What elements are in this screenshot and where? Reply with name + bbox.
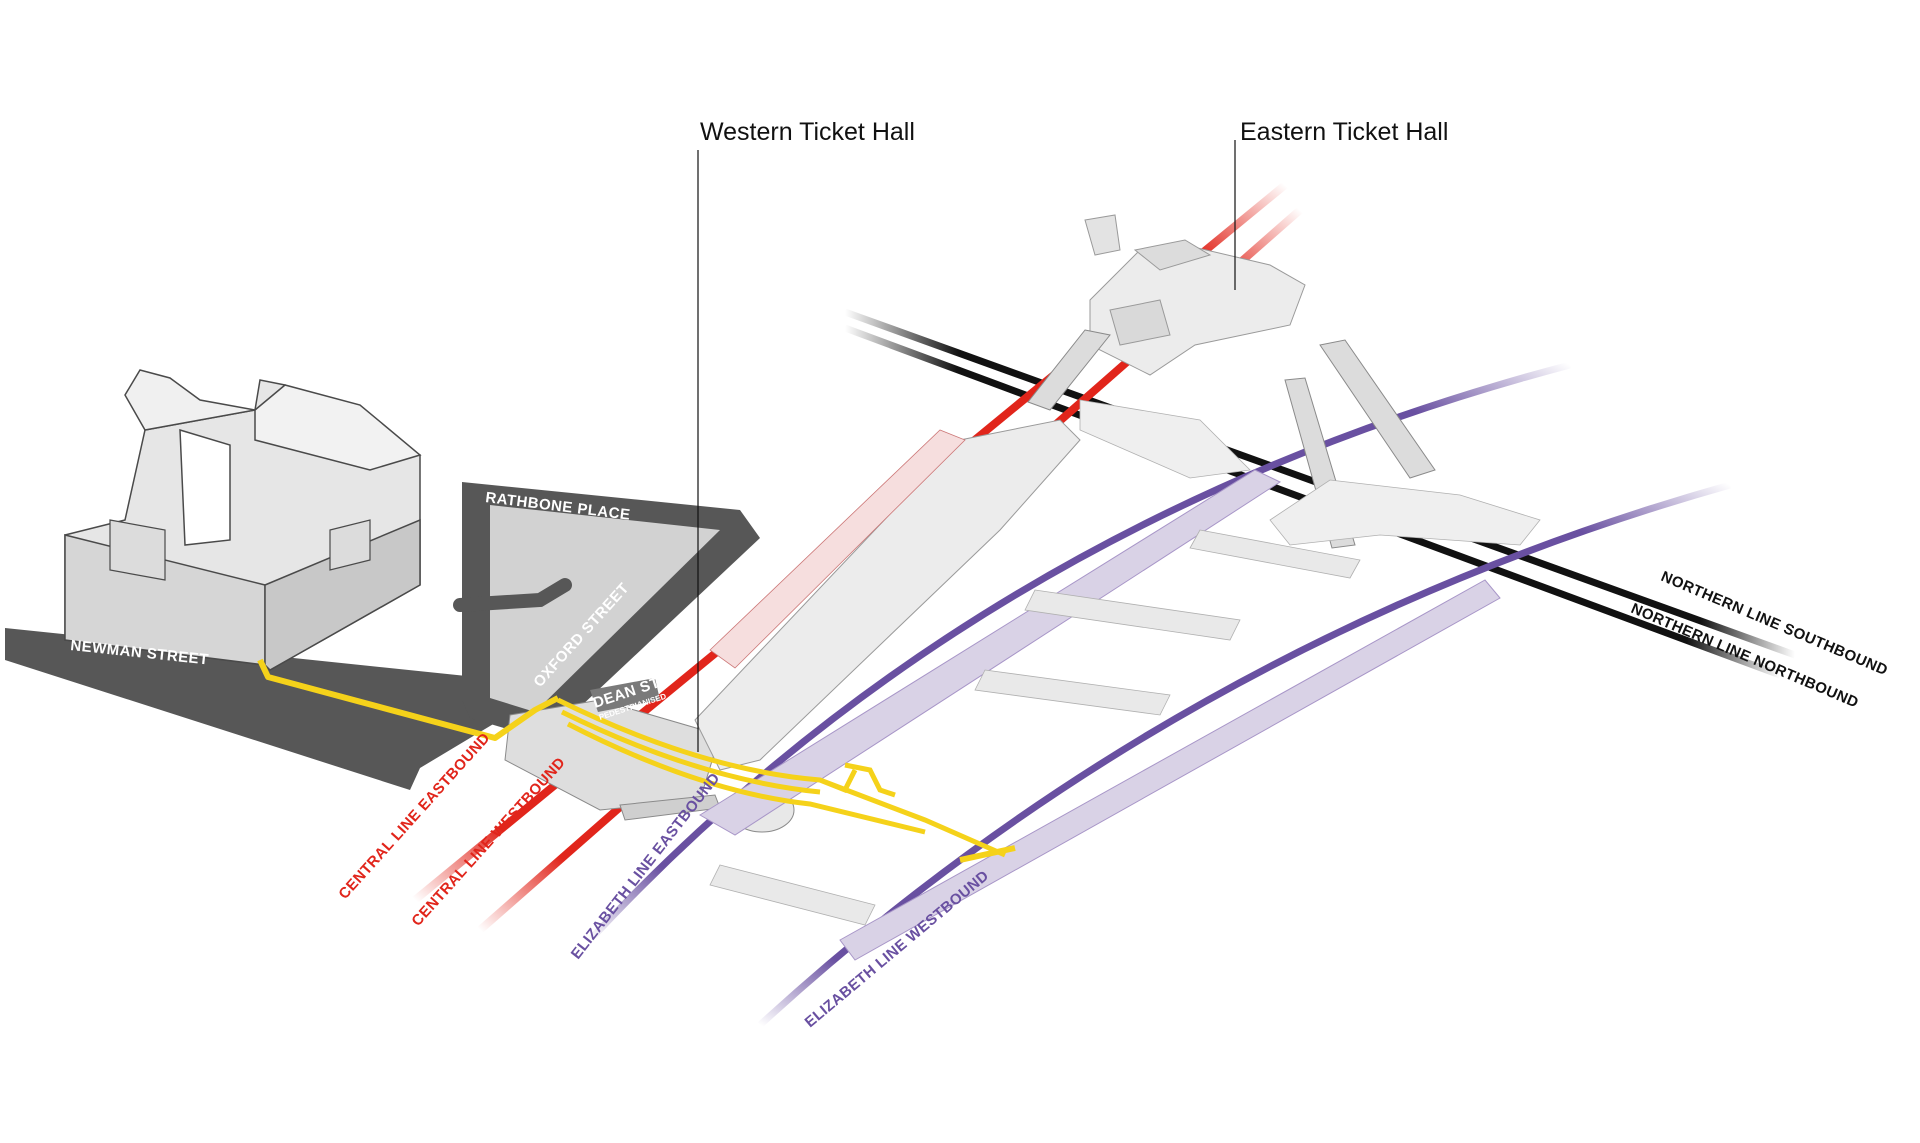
western-ticket-hall-label: Western Ticket Hall — [700, 118, 915, 146]
eastern-ticket-hall-label: Eastern Ticket Hall — [1240, 118, 1448, 146]
eastern-ticket-hall-structure — [1084, 214, 1306, 376]
yellow-step-free-route-icon — [257, 658, 1016, 863]
western-concourse — [694, 419, 1081, 771]
elizabeth-line-westbound-label: ELIZABETH LINE WESTBOUND — [802, 867, 993, 1031]
central-line-westbound-label: CENTRAL LINE WESTBOUND — [408, 754, 569, 930]
buildings-block — [64, 369, 422, 671]
connecting-passages — [709, 399, 1541, 926]
elizabeth-line-platforms — [699, 469, 1501, 961]
street-network — [5, 482, 760, 790]
leader-lines — [697, 140, 1236, 752]
